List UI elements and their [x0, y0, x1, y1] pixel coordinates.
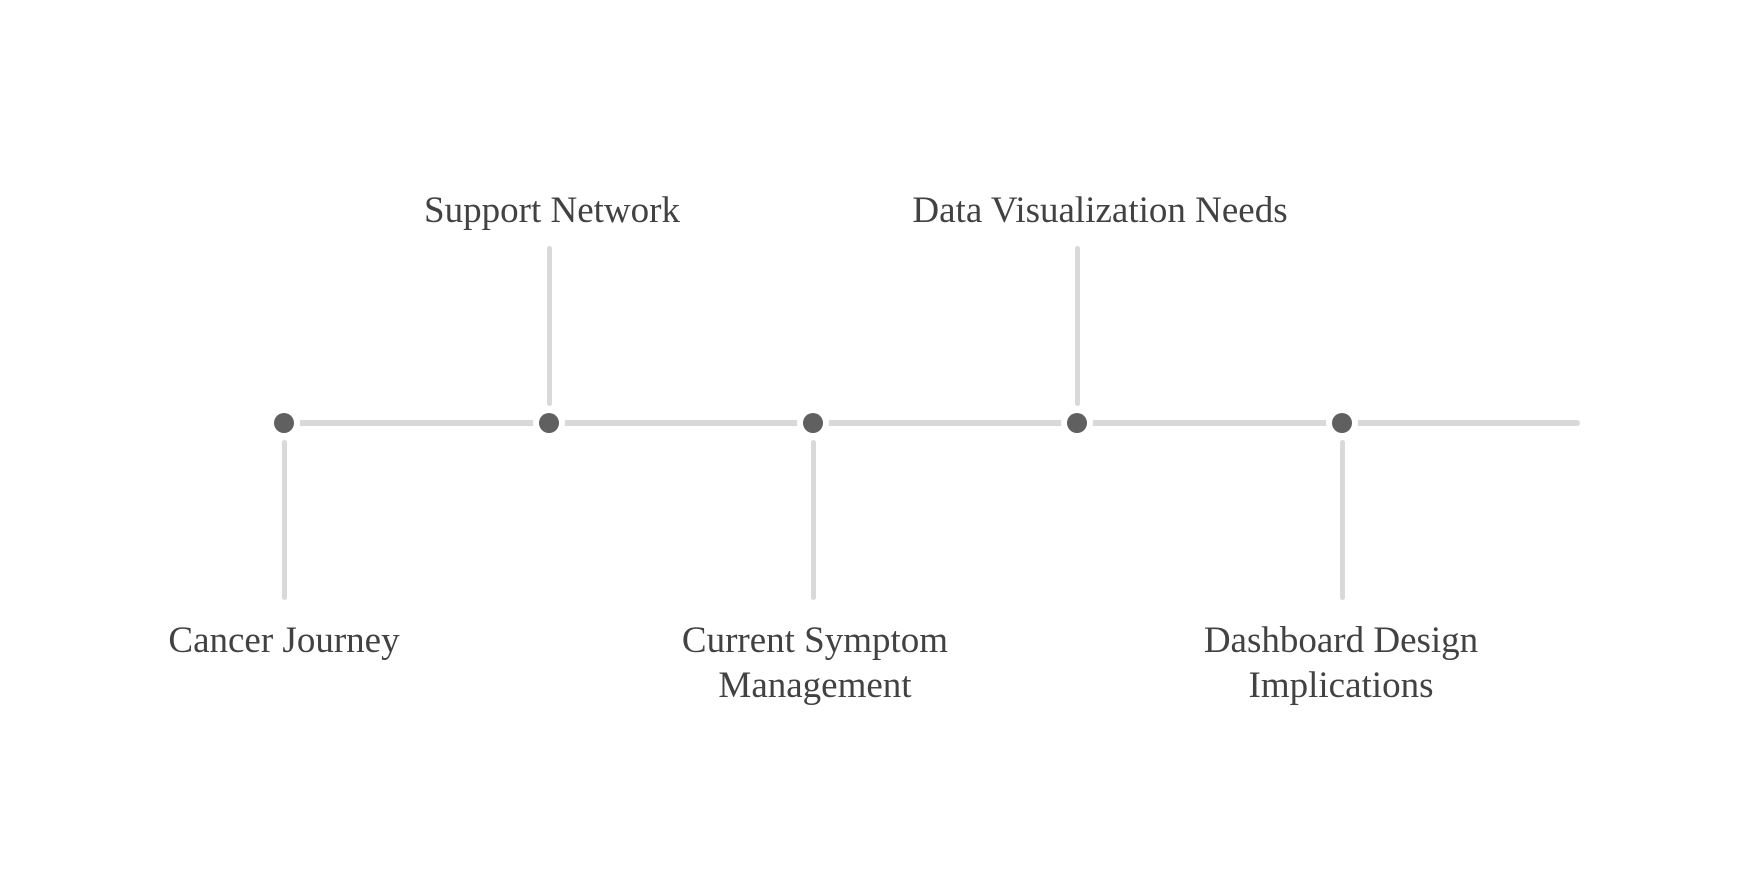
timeline-label: Support Network: [292, 188, 812, 233]
timeline-label: Cancer Journey: [24, 618, 544, 663]
timeline-point-dot: [539, 413, 559, 433]
timeline-label: Dashboard Design Implications: [1081, 618, 1601, 708]
connector-line: [810, 440, 816, 600]
connector-line: [546, 246, 552, 406]
label-line: Implications: [1248, 665, 1434, 706]
timeline-point-dot: [1332, 413, 1352, 433]
timeline-label: Current Symptom Management: [555, 618, 1075, 708]
connector-line: [281, 440, 287, 600]
timeline-label: Data Visualization Needs: [840, 188, 1360, 233]
label-line: Support Network: [424, 190, 680, 231]
label-line: Dashboard Design: [1203, 620, 1479, 661]
connector-line: [1339, 440, 1345, 600]
connector-line: [1074, 246, 1080, 406]
timeline-axis-line: [284, 420, 1580, 426]
label-line: Current Symptom: [681, 620, 949, 661]
timeline-point-dot: [1067, 413, 1087, 433]
label-line: Management: [718, 665, 912, 706]
timeline-point-dot: [274, 413, 294, 433]
timeline-point-dot: [803, 413, 823, 433]
label-line: Cancer Journey: [168, 620, 400, 661]
label-line: Data Visualization Needs: [912, 190, 1288, 231]
